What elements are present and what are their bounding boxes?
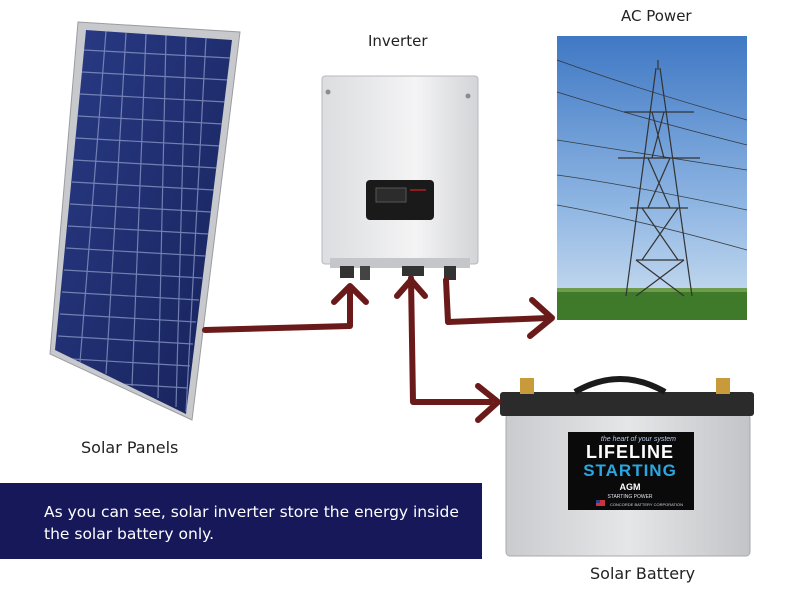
inverter-icon [321,75,479,280]
arrow-inverter-to-ac [443,277,551,325]
arrowhead-panel-to-inverter [331,283,369,305]
flow-arrows [202,275,555,423]
battery-subtype: STARTING POWER [607,494,652,500]
solar-panel-icon [49,21,241,421]
solar-battery-label: Solar Battery [590,564,696,583]
arrowhead-up-inverter [394,277,428,299]
caption-text: As you can see, solar inverter store the… [44,503,459,543]
solar-panels-label: Solar Panels [81,438,179,457]
ac-power-label: AC Power [621,7,692,25]
battery-tagline: the heart of your system [601,436,676,443]
battery-icon [500,376,754,557]
arrow-panel-to-inverter [202,285,353,333]
arrow-inverter-to-battery [408,275,493,405]
battery-brand-line1: LIFELINE [586,442,674,462]
flag-icon [596,500,605,506]
battery-type: AGM [620,482,641,492]
caption-box: As you can see, solar inverter store the… [0,483,482,559]
battery-maker: CONCORDE BATTERY CORPORATION [610,502,683,507]
arrowhead-inverter-to-battery [475,383,501,423]
inverter-label: Inverter [368,32,428,50]
battery-brand-line2: STARTING [583,461,677,480]
power-tower-icon [556,36,748,320]
arrowhead-inverter-to-ac [527,297,555,339]
